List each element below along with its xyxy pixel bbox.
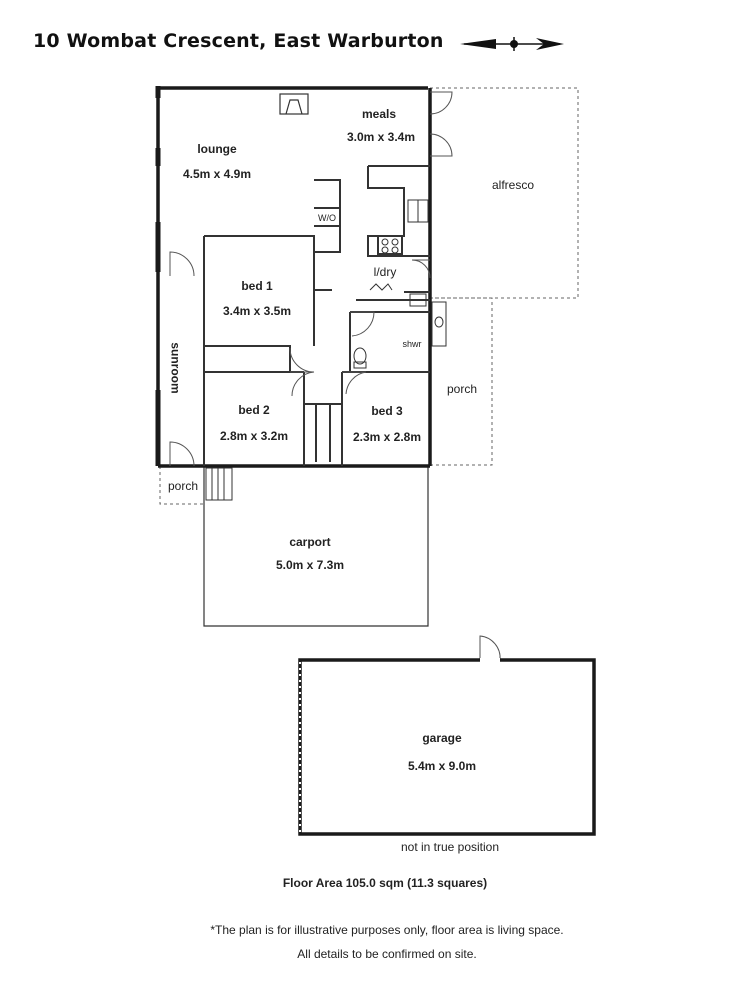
door-swing	[169, 441, 195, 467]
room-bed2-size: 2.8m x 3.2m	[219, 429, 289, 443]
laundry-trough-icon	[369, 283, 427, 307]
room-meals-size: 3.0m x 3.4m	[346, 130, 416, 144]
room-bed1-size: 3.4m x 3.5m	[222, 304, 292, 318]
room-garage-size: 5.4m x 9.0m	[407, 759, 477, 773]
porch-steps	[205, 467, 233, 501]
carport-outline	[203, 466, 429, 627]
room-bed3-size: 2.3m x 2.8m	[352, 430, 422, 444]
garage-outline	[298, 658, 596, 836]
room-bed3-label: bed 3	[371, 404, 403, 418]
floor-area: Floor Area 105.0 sqm (11.3 squares)	[282, 876, 488, 890]
room-wio-label: W/O	[318, 213, 336, 223]
porch-left-outline	[159, 466, 204, 505]
room-lounge-size: 4.5m x 4.9m	[182, 167, 252, 181]
door-swing	[289, 347, 315, 373]
door-swing	[290, 371, 315, 397]
plan-title: 10 Wombat Crescent, East Warburton	[33, 30, 444, 52]
basin-icon	[431, 301, 447, 347]
door-swing	[350, 311, 375, 337]
cooktop-icon	[381, 238, 399, 254]
room-porch-left-label: porch	[167, 479, 199, 493]
garage-position-note: not in true position	[400, 840, 500, 854]
confirm-note: All details to be confirmed on site.	[297, 947, 477, 961]
room-carport-label: carport	[289, 535, 331, 549]
alfresco-outline	[430, 87, 579, 299]
room-bed2-label: bed 2	[238, 403, 270, 417]
door-swing	[479, 635, 501, 661]
door-swing	[169, 251, 195, 277]
room-alfresco-label: alfresco	[491, 178, 535, 192]
room-carport-size: 5.0m x 7.3m	[275, 558, 345, 572]
porch-right-outline	[430, 297, 493, 466]
door-swing	[411, 259, 431, 279]
room-sunroom-label: sunroom	[168, 342, 183, 394]
room-porch-right-label: porch	[446, 382, 478, 396]
room-meals-label: meals	[361, 107, 397, 121]
room-bed1-label: bed 1	[241, 279, 273, 293]
north-arrow-icon	[460, 37, 564, 51]
kitchen-sink-icon	[407, 199, 429, 223]
room-garage-label: garage	[422, 731, 462, 745]
fireplace-icon	[279, 93, 309, 115]
room-shwr-label: shwr	[402, 339, 422, 349]
room-ldry-label: l/dry	[373, 265, 397, 279]
door-swing	[342, 371, 367, 395]
room-lounge-label: lounge	[197, 142, 237, 156]
house-outer-wall	[156, 86, 432, 468]
door-swing	[429, 91, 453, 115]
door-swing	[429, 133, 453, 157]
disclaimer: *The plan is for illustrative purposes o…	[210, 923, 564, 937]
toilet-icon	[353, 347, 367, 365]
